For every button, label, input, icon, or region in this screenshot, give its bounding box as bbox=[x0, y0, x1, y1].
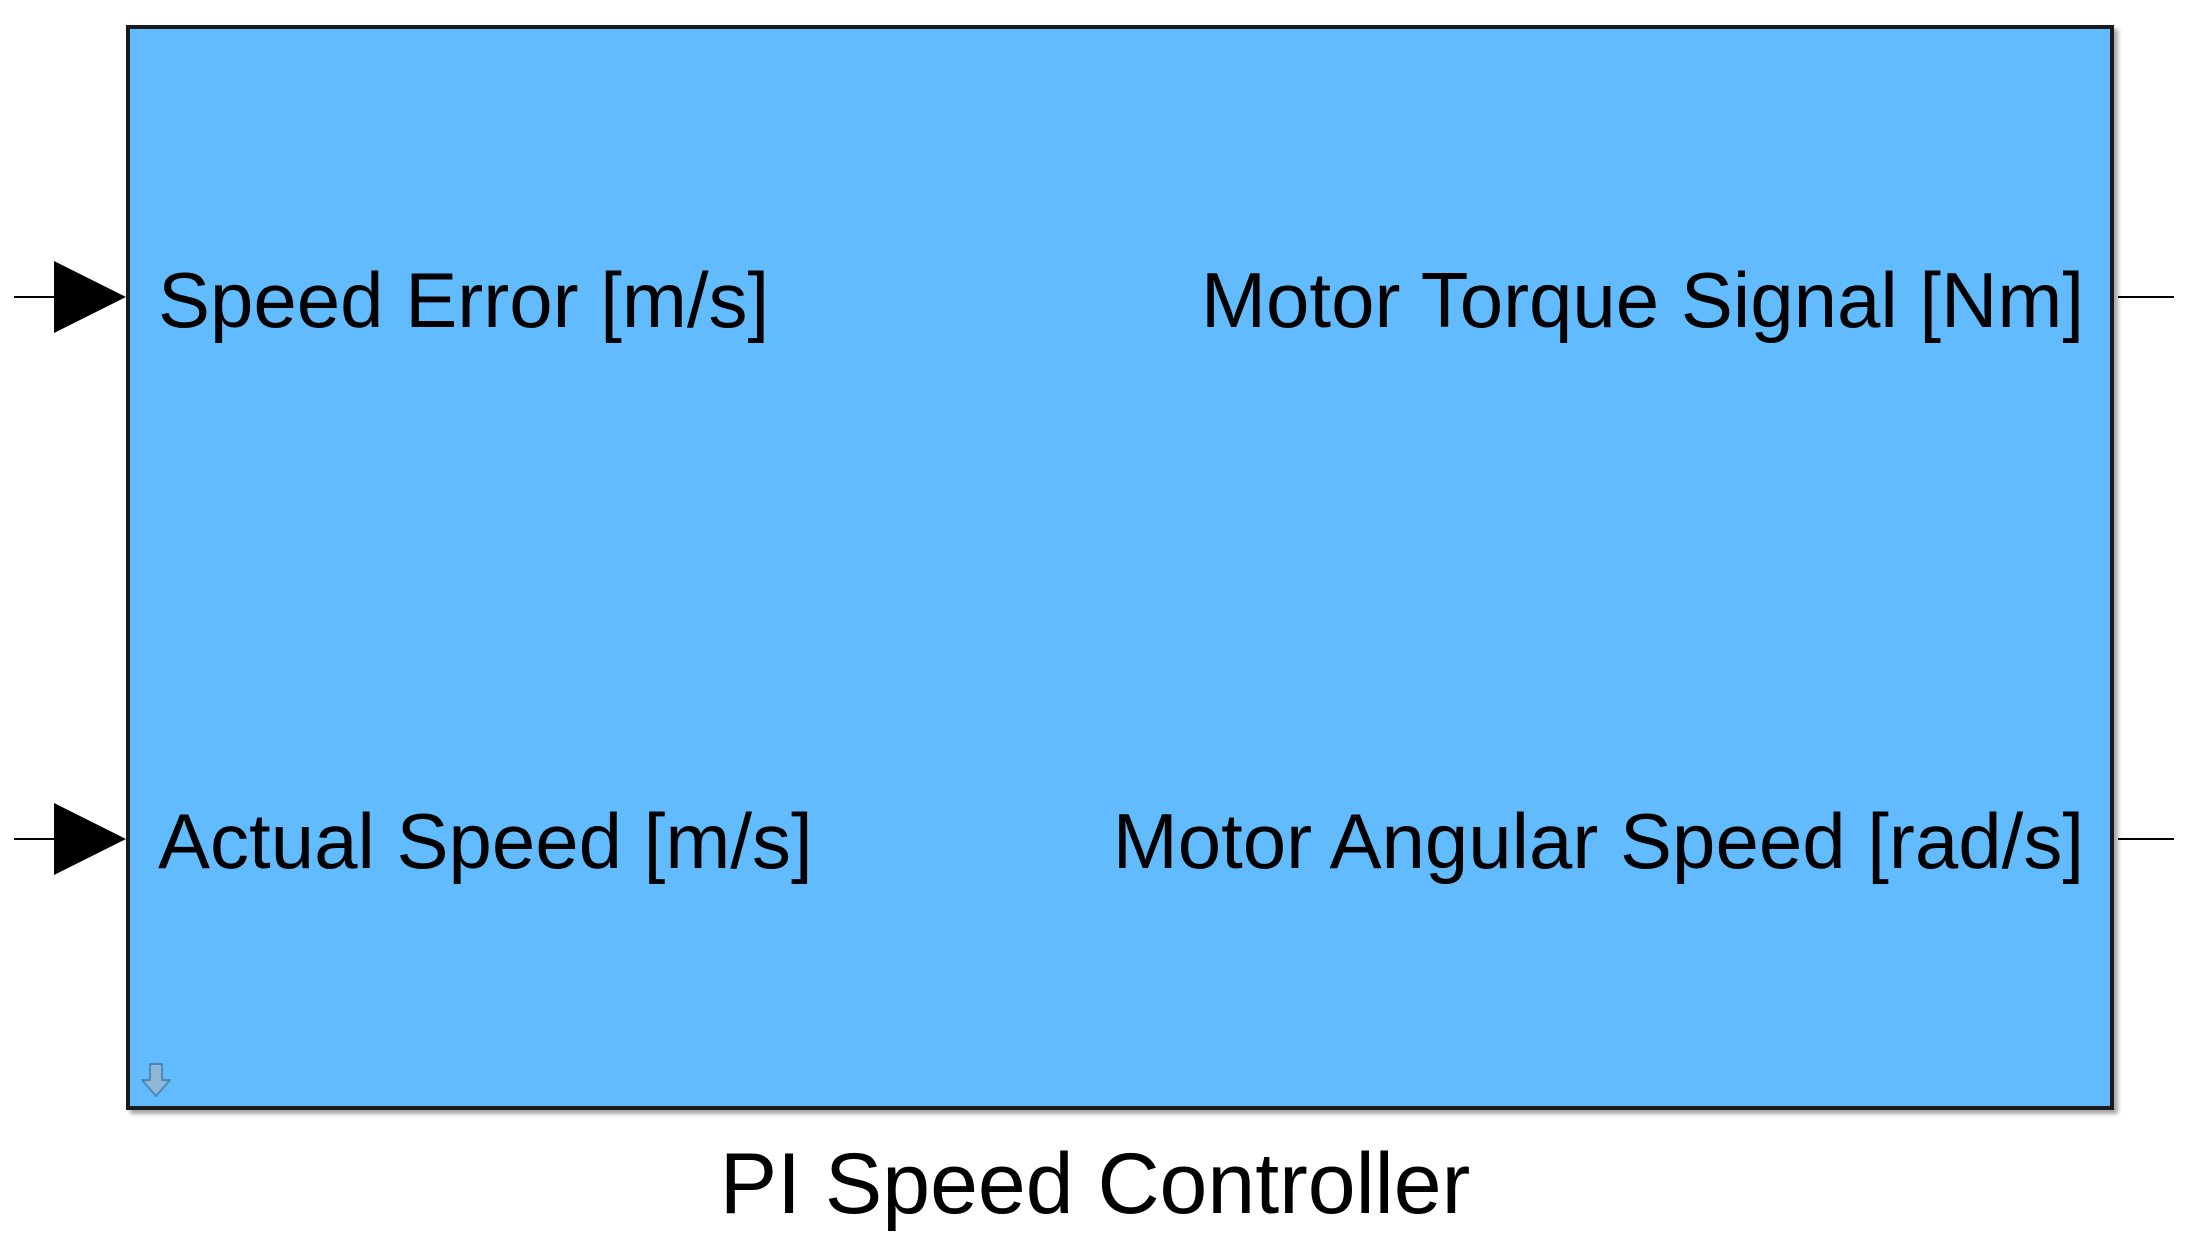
output-port-label-motor-torque: Motor Torque Signal [Nm] bbox=[1201, 256, 2084, 344]
output-wire-motor-torque[interactable] bbox=[2118, 296, 2174, 298]
input-port-arrow-actual-speed[interactable] bbox=[54, 803, 126, 875]
block-name-label[interactable]: PI Speed Controller bbox=[719, 1136, 1471, 1232]
output-wire-motor-angular-speed[interactable] bbox=[2118, 838, 2174, 840]
library-link-arrow-icon bbox=[141, 1063, 171, 1097]
pi-speed-controller-block[interactable]: Speed Error [m/s] Actual Speed [m/s] Mot… bbox=[126, 25, 2114, 1110]
input-wire-speed-error[interactable] bbox=[14, 296, 60, 298]
input-port-label-speed-error: Speed Error [m/s] bbox=[158, 256, 770, 344]
input-port-label-actual-speed: Actual Speed [m/s] bbox=[158, 797, 813, 885]
input-port-arrow-speed-error[interactable] bbox=[54, 261, 126, 333]
input-wire-actual-speed[interactable] bbox=[14, 838, 60, 840]
output-port-label-motor-angular-speed: Motor Angular Speed [rad/s] bbox=[1112, 797, 2084, 885]
